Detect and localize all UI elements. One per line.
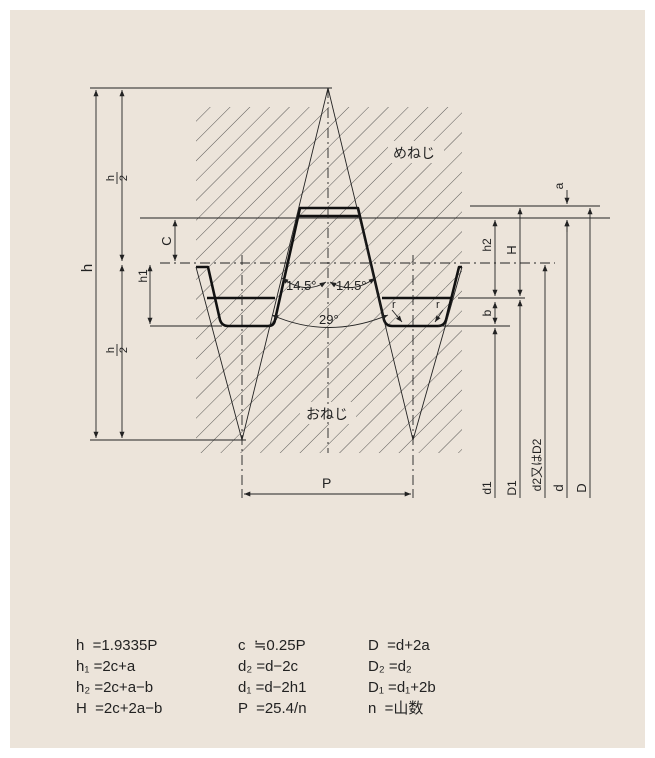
trapezoidal-thread-diagram: めねじ おねじ P 14.5° 14.5° 29° h h 2 h 2 C h1… (79, 87, 610, 498)
angle-left-label: 14.5° (286, 278, 317, 293)
dim-h-half-upper: h 2 (105, 172, 130, 184)
formula-P: P =25.4/n (238, 700, 307, 717)
dim-r-right: r (436, 299, 440, 311)
formula-row: h =1.9335P c ≒0.25P D =d+2a (76, 635, 488, 656)
female-thread-label: めねじ (393, 145, 435, 161)
thread-profile (196, 206, 462, 328)
formula-row: h₂ =2c+a−b d₁ =d−2h1 D₁ =d₁+2b (76, 677, 488, 698)
dim-h2-label: h2 (480, 238, 494, 252)
dim-b-label: b (480, 309, 494, 316)
angle-full-label: 29° (319, 312, 339, 327)
dim-d-label: d (551, 484, 566, 491)
dim-d1-label: d1 (480, 481, 494, 495)
formula-D: D =d+2a (368, 637, 430, 654)
dim-c-label: C (159, 236, 174, 245)
formula-D2: D₂ =d₂ (368, 658, 412, 675)
dim-r-left: r (392, 299, 396, 311)
angle-right-label: 14.5° (336, 278, 367, 293)
construction-lines (90, 87, 610, 498)
dim-h-half-lower: h 2 (105, 344, 130, 356)
dim-D1-label: D1 (505, 480, 519, 496)
formula-h: h =1.9335P (76, 637, 158, 654)
dimension-arrows (93, 90, 593, 498)
formula-d1: d₁ =d−2h1 (238, 679, 307, 696)
svg-text:2: 2 (118, 175, 130, 181)
dim-h1-label: h1 (136, 269, 150, 283)
formula-c: c ≒0.25P (238, 637, 306, 654)
dim-H-label: H (504, 245, 519, 254)
formula-row: h₁ =2c+a d₂ =d−2c D₂ =d₂ (76, 656, 488, 677)
formula-D1: D₁ =d₁+2b (368, 679, 436, 696)
formula-row: H =2c+2a−b P =25.4/n n =山数 (76, 698, 488, 719)
dim-D-label: D (574, 483, 589, 492)
dim-h-label: h (79, 264, 96, 272)
male-thread-label: おねじ (306, 406, 348, 422)
formula-H: H =2c+2a−b (76, 700, 163, 717)
formula-h1: h₁ =2c+a (76, 658, 136, 675)
female-label-bg (388, 141, 444, 163)
formula-n: n =山数 (368, 700, 424, 717)
svg-text:2: 2 (118, 347, 130, 353)
svg-text:h: h (105, 175, 117, 181)
formula-h2: h₂ =2c+a−b (76, 679, 154, 696)
pitch-label: P (322, 475, 331, 491)
figure-panel: めねじ おねじ P 14.5° 14.5° 29° h h 2 h 2 C h1… (10, 10, 645, 748)
dim-a-label: a (552, 182, 566, 189)
formula-d2: d₂ =d−2c (238, 658, 299, 675)
svg-text:h: h (105, 347, 117, 353)
dim-d2-label: d2又はD2 (530, 438, 544, 491)
formula-table: h =1.9335P c ≒0.25P D =d+2a h₁ =2c+a d₂ … (76, 635, 488, 719)
